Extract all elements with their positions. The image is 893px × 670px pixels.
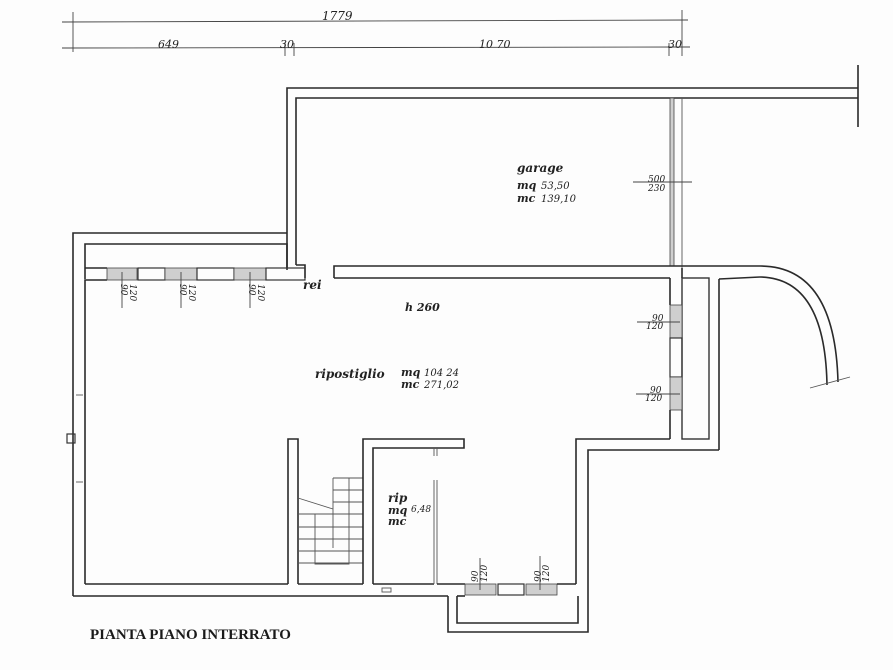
- ripostiglio-mq-value: 104 24: [424, 368, 459, 379]
- rip-mq-value: 6,48: [411, 505, 431, 515]
- window-right-2-width: 90: [650, 386, 662, 396]
- bottom-window-labels: 90 120 90 120: [471, 556, 552, 590]
- garage-label: garage mq 53,50 mc 139,10 500 230: [517, 161, 665, 205]
- main-walls: [66, 232, 851, 597]
- right-window-labels: 90 120 90 120: [645, 314, 664, 404]
- ripostiglio-label: ripostiglio mq 104 24 mc 271,02: [315, 366, 459, 391]
- rip-mq-label: mq: [388, 504, 408, 517]
- rip-mc-label: mc: [388, 515, 407, 528]
- dim-segment-1: 649: [158, 38, 179, 51]
- ripostiglio-mc-label: mc: [401, 378, 420, 391]
- garage-mc-label: mc: [517, 192, 536, 205]
- ceiling-height: h 260: [405, 301, 440, 314]
- dim-segment-2: 30: [280, 38, 294, 51]
- window-bottom-1-width: 90: [471, 570, 481, 582]
- fire-door-label: rei: [303, 278, 322, 292]
- bottom-bay: [447, 583, 589, 633]
- garage-door-width: 500: [648, 175, 665, 185]
- window-right-1-height: 120: [646, 322, 663, 332]
- plan-title: PIANTA PIANO INTERRATO: [90, 627, 291, 643]
- window-top-1-width: 90: [118, 284, 128, 296]
- dim-segment-4: 30: [668, 38, 682, 51]
- window-bottom-1-height: 120: [480, 565, 490, 582]
- ripostiglio-mq-label: mq: [401, 366, 421, 379]
- room-name-garage: garage: [517, 161, 564, 175]
- window-top-2-width: 90: [177, 284, 187, 296]
- dim-segment-3: 10 70: [479, 38, 511, 51]
- window-bottom-2-height: 120: [542, 565, 552, 582]
- window-top-2-height: 120: [186, 284, 196, 301]
- top-window-labels: 90 120 90 120 90 120: [118, 272, 265, 308]
- rip-room-walls: [362, 438, 465, 593]
- garage-door-height: 230: [647, 184, 665, 194]
- window-top-3-width: 90: [246, 284, 256, 296]
- window-right-2-height: 120: [645, 394, 662, 404]
- garage-walls: [286, 65, 859, 279]
- ripostiglio-mc-value: 271,02: [423, 380, 459, 391]
- garage-mc-value: 139,10: [541, 194, 577, 205]
- window-bottom-2-width: 90: [534, 570, 544, 582]
- garage-mq-label: mq: [517, 179, 537, 192]
- window-top-1-height: 120: [127, 284, 137, 301]
- dim-total: 1779: [322, 9, 353, 23]
- dimension-lines: 1779 649 30 10 70 30: [61, 9, 691, 56]
- room-name-ripostiglio: ripostiglio: [315, 367, 385, 381]
- rip-label: rip mq 6,48 mc: [388, 491, 431, 528]
- room-name-rip: rip: [388, 491, 408, 505]
- staircase: [297, 477, 363, 565]
- garage-mq-value: 53,50: [541, 181, 570, 192]
- window-top-3-height: 120: [255, 284, 265, 301]
- window-right-1-width: 90: [652, 314, 664, 324]
